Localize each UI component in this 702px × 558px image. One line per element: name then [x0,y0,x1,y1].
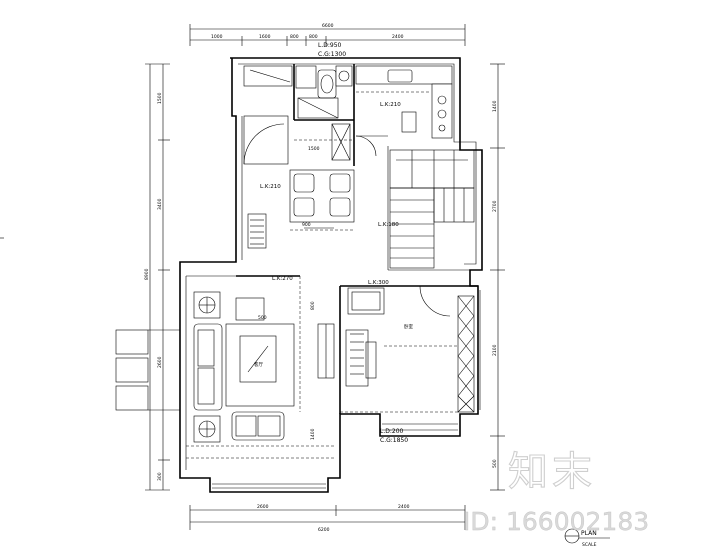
room-living-label: 客厅 [254,361,263,368]
plan-scale: SCALE [582,542,597,548]
bathroom-fixtures [243,65,353,161]
watermark-logo: 知末 [508,449,596,495]
dim-inner-5: 500 [258,315,267,321]
shower-area [297,97,339,119]
doors [243,115,451,317]
dim-left-total: 8900 [144,268,150,280]
dim-inner-2: 1500 [308,146,320,152]
dining-area [289,139,355,231]
watermark-id: ID: 166002183 [463,507,649,536]
carpet [225,323,295,407]
bedroom-furniture [340,287,475,413]
dim-left-seg-3: 2600 [157,356,163,368]
stove-burner [438,124,446,132]
nightstand [365,341,377,379]
kitchen-fixtures [355,65,453,139]
dim-top-total: 6600 [322,23,334,29]
bottom-dimension-chain: 2600 2400 6200 [189,504,466,533]
storage-cabinet [243,65,293,87]
interior-walls [236,64,478,414]
dim-right-seg-3: 2100 [492,344,498,356]
left-dimension-chain: 8900 1500 3400 2600 300 [144,63,170,491]
basin [335,65,353,87]
label-cg-bottom: C.G:1850 [380,437,408,444]
dim-left-seg-1: 1500 [157,92,163,104]
dim-bottom-seg-2: 2400 [398,504,410,510]
dim-right-seg-1: 1400 [492,100,498,112]
kitchen-door-swing [355,135,377,157]
tv-cabinet-low [235,297,265,321]
plan-title-block: PLAN SCALE [564,528,610,548]
wardrobe [457,295,475,413]
label-ld-top: L.D:950 [318,42,342,49]
top-dimension-chain: 6600 1000 1600 800 800 2400 [189,23,466,46]
desk [347,287,385,315]
dim-right-seg-2: 2700 [492,200,498,212]
dining-chair [293,197,315,217]
room-bed-label: 卧室 [404,323,413,330]
dim-inner-4: 1400 [310,428,316,440]
label-lk-stair: L.K:180 [378,222,399,228]
dim-left-seg-2: 3400 [157,198,163,210]
dining-chair [329,173,351,193]
dim-top-seg-1: 1000 [211,34,223,40]
balcony-blocks [0,237,180,411]
bed-door-swing [419,285,451,317]
entry-cabinet [243,115,289,165]
right-dimension-chain: 1400 2700 2100 500 [490,63,505,491]
dim-top-seg-3: 800 [290,34,299,40]
label-ld-bottom: L.D:200 [380,428,404,435]
shoe-rack [247,213,267,249]
label-lk-bed: L.K:300 [368,280,389,286]
living-room-furniture [186,276,336,459]
dim-bottom-total: 6200 [318,527,330,533]
dim-inner-1: 900 [302,222,311,228]
dim-top-seg-2: 1600 [259,34,271,40]
kitchen-counter-side [431,83,453,139]
dim-top-seg-5: 2400 [392,34,404,40]
kitchen-sink [387,69,413,83]
sofa [193,323,223,411]
stove-burner [437,109,447,119]
label-lk-living: L.K:270 [272,276,293,282]
refrigerator [401,111,417,133]
plan-title: PLAN [581,530,597,537]
dining-chair [329,197,351,217]
dim-inner-3: 800 [310,301,316,310]
label-lk-dining: L.K:210 [260,184,281,190]
label-lk-kitchen: L.K:210 [380,102,401,108]
windows [212,290,481,489]
exterior-walls [179,57,483,493]
kitchen-counter-top [355,65,453,85]
dim-right-seg-4: 500 [492,459,498,468]
dim-bottom-seg-1: 2600 [257,504,269,510]
entry-door-swing [243,123,285,165]
stove-burner [437,95,447,105]
dim-left-seg-4: 300 [157,472,163,481]
dim-top-seg-4: 800 [309,34,318,40]
toilet-cabinet [295,65,317,89]
dining-chair [293,173,315,193]
staircase [389,149,475,269]
label-cg-top: C.G:1300 [318,51,346,58]
